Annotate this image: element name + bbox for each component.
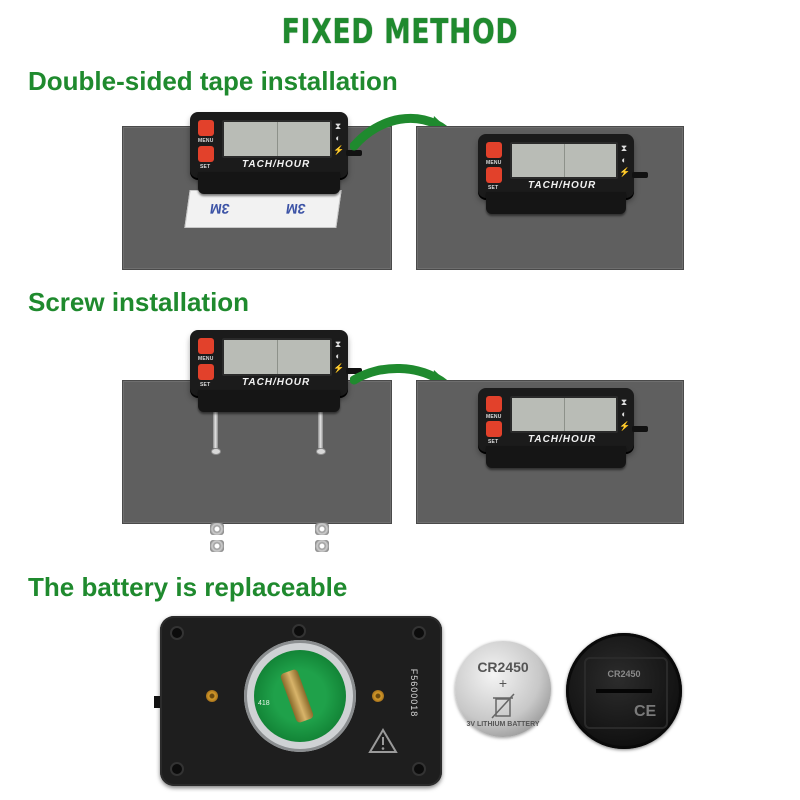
circuit-board: 418 xyxy=(254,650,346,742)
side-port xyxy=(154,696,160,708)
lcd-screen xyxy=(510,142,618,179)
hourglass-icon: ⧗ xyxy=(620,397,628,407)
lcd-screen xyxy=(222,338,332,376)
hourglass-icon: ⧗ xyxy=(620,143,628,153)
set-button xyxy=(198,146,214,162)
battery-clip xyxy=(279,668,315,724)
tach-icon: ◐ xyxy=(335,351,341,361)
washer xyxy=(315,523,329,535)
set-button xyxy=(486,421,502,437)
tach-icon: ◐ xyxy=(621,409,627,419)
meter-back-cover: 418 F5600018 xyxy=(154,616,442,786)
ce-mark: CE xyxy=(634,703,657,720)
cap-recess xyxy=(584,657,668,729)
battery-heading: The battery is replaceable xyxy=(28,572,348,602)
tach-hour-meter: MENU SET ⧗ ◐ ⚡ TACH/HOUR xyxy=(478,388,648,468)
menu-button-label: MENU xyxy=(198,138,214,144)
menu-button xyxy=(198,120,214,136)
serial-number: F5600018 xyxy=(409,668,419,718)
menu-button-label: MENU xyxy=(486,160,502,166)
tach-icon: ◐ xyxy=(621,155,627,165)
menu-button-label: MENU xyxy=(198,356,214,362)
battery-model: CR2450 xyxy=(477,659,529,675)
meter-label: TACH/HOUR xyxy=(528,434,597,445)
menu-button xyxy=(486,142,502,158)
brass-insert xyxy=(206,690,218,702)
set-button xyxy=(198,364,214,380)
spark-icon: ⚡ xyxy=(619,421,631,431)
meter-fins xyxy=(486,446,626,468)
nut xyxy=(210,540,224,552)
mounting-screw xyxy=(318,410,323,448)
tach-hour-meter: MENU SET ⧗ ◐ ⚡ TACH/HOUR xyxy=(190,112,362,194)
set-button xyxy=(486,167,502,183)
meter-fins xyxy=(198,390,340,412)
meter-cable xyxy=(632,426,648,432)
meter-fins xyxy=(486,192,626,214)
meter-cable xyxy=(632,172,648,178)
mounting-screw xyxy=(213,410,218,448)
tape-brand-text: 3M xyxy=(208,201,231,217)
recycle-bin-icon xyxy=(491,693,515,719)
serial-strip: F5600018 xyxy=(404,636,419,756)
spark-icon: ⚡ xyxy=(333,363,345,373)
meter-label: TACH/HOUR xyxy=(242,159,311,170)
battery-compartment: 418 xyxy=(244,640,356,752)
board-text: 418 xyxy=(258,700,270,707)
hourglass-icon: ⧗ xyxy=(334,121,342,131)
menu-button xyxy=(198,338,214,354)
tach-icon: ◐ xyxy=(335,133,341,143)
screw-hole xyxy=(211,448,221,455)
meter-label: TACH/HOUR xyxy=(242,377,311,388)
screw-hole xyxy=(316,448,326,455)
menu-button xyxy=(486,396,502,412)
cap-slot xyxy=(596,689,652,693)
tach-hour-meter: MENU SET ⧗ ◐ ⚡ TACH/HOUR xyxy=(190,330,362,412)
page-title: FIXED METHOD xyxy=(281,12,519,52)
meter-cable xyxy=(346,368,362,374)
menu-button-label: MENU xyxy=(486,414,502,420)
screw-head-icon xyxy=(170,762,184,776)
spark-icon: ⚡ xyxy=(619,167,631,177)
tape-heading: Double-sided tape installation xyxy=(28,66,398,96)
screw-head-icon xyxy=(412,626,426,640)
cap-model: CR2450 xyxy=(607,669,641,679)
battery-ring-text: 3V LITHIUM BATTERY xyxy=(466,721,540,728)
nut xyxy=(315,540,329,552)
lcd-screen xyxy=(510,396,618,433)
set-button-label: SET xyxy=(488,185,499,191)
screw-head-icon xyxy=(170,626,184,640)
washer xyxy=(210,523,224,535)
warning-triangle-icon xyxy=(368,728,398,753)
brass-insert xyxy=(372,690,384,702)
hourglass-icon: ⧗ xyxy=(334,339,342,349)
set-button-label: SET xyxy=(488,439,499,445)
battery-cap: CR2450 CE xyxy=(566,633,682,749)
tach-hour-meter: MENU SET ⧗ ◐ ⚡ TACH/HOUR xyxy=(478,134,648,214)
screw-head-icon xyxy=(292,624,306,638)
meter-cable xyxy=(346,150,362,156)
battery-plus: + xyxy=(498,675,508,691)
coin-battery: CR2450 + 3V LITHIUM BATTERY xyxy=(455,641,551,737)
lcd-screen xyxy=(222,120,332,158)
set-button-label: SET xyxy=(200,382,211,388)
screw-head-icon xyxy=(412,762,426,776)
meter-label: TACH/HOUR xyxy=(528,180,597,191)
set-button-label: SET xyxy=(200,164,211,170)
spark-icon: ⚡ xyxy=(333,145,345,155)
screw-heading: Screw installation xyxy=(28,287,250,317)
double-sided-tape: 3M 3M xyxy=(184,190,342,228)
meter-fins xyxy=(198,172,340,194)
tape-brand-text: 3M xyxy=(284,201,307,217)
